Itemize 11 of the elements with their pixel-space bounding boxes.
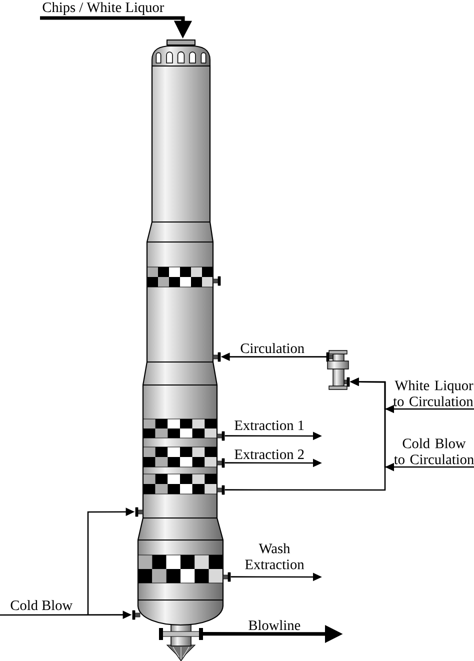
edge-label: Extraction 1: [234, 420, 304, 430]
edge-label: Cold Blow to Circulation: [394, 438, 474, 464]
edge-label: Wash Extraction: [245, 543, 304, 570]
edge-label: White Liquor to Circulation: [393, 380, 474, 406]
edge-label: Extraction 2: [234, 450, 304, 460]
digester-vessel: [132, 40, 231, 661]
edge-label: Cold Blow: [10, 600, 73, 610]
edge-label: Chips / White Liquor: [42, 2, 164, 16]
edge-label: Blowline: [248, 620, 300, 630]
heater-vessel: [326, 350, 350, 390]
edge-label: Circulation: [240, 343, 304, 354]
